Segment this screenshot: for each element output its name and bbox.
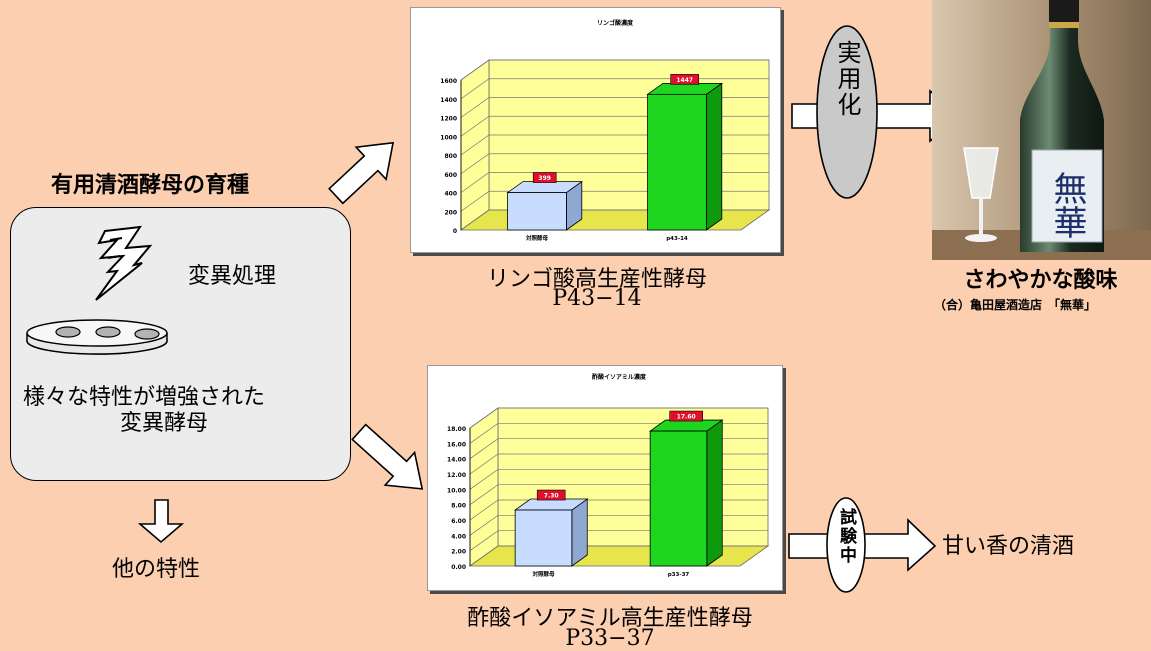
chart2-ytick-label: 14.00 <box>447 457 466 464</box>
chart2-ytick-label: 12.00 <box>447 472 466 479</box>
chart2-ytick-label: 0.00 <box>451 564 466 571</box>
chart2-category-label: p33-37 <box>668 572 690 578</box>
chart1-value-badge <box>670 74 700 85</box>
breeding-title: 有用清酒酵母の育種 <box>51 172 250 198</box>
product-caption: さわやかな酸味 <box>963 267 1118 293</box>
chart1-category-label: 対照酵母 <box>525 234 549 242</box>
mutation-label: 変異処理 <box>188 264 277 289</box>
chart1-bar <box>647 93 707 231</box>
chart2-bar-side <box>571 498 588 567</box>
chart1-value-badge <box>532 172 557 183</box>
chart1-gridline <box>460 59 769 81</box>
malic-acid-chart: 0 200 400 600 800 1000 1200 1400 1600 リンゴ酸濃度 399 対照… <box>410 7 781 253</box>
sake-bottle-photo: 無華 <box>932 0 1151 260</box>
lightning-icon <box>95 225 153 301</box>
product-credit: （合）亀田屋酒造店 「無華」 <box>934 298 1097 312</box>
chart2-gridline <box>469 407 768 429</box>
mutant-caption-line1: 様々な特性が増強された <box>23 385 266 410</box>
chart1-ytick-label: 400 <box>444 191 457 198</box>
bottle-label-text: 無華 <box>1047 171 1087 239</box>
sweet-sake-label: 甘い香の清酒 <box>942 534 1075 559</box>
chart2-ytick-label: 18.00 <box>447 426 466 433</box>
sake-bottle-image: 無華 <box>932 0 1151 260</box>
chart1-value-label: 399 <box>538 175 551 182</box>
chart1-title: リンゴ酸濃度 <box>597 19 634 27</box>
chart2-ytick-label: 4.00 <box>451 533 466 540</box>
chart1-bar <box>507 192 567 231</box>
chart2-ytick-label: 16.00 <box>447 441 466 448</box>
under-test-oval <box>826 497 866 593</box>
acetate-strain-label: P33−37 <box>565 626 655 651</box>
chart1-category-label: p43-14 <box>666 236 688 242</box>
chart1-ytick-label: 200 <box>444 209 457 216</box>
arrow-up-right-icon <box>328 141 395 205</box>
isoamyl-acetate-chart-svg: 0.00 2.00 4.00 6.00 8.00 10.00 12.00 14.00 16.00… <box>447 373 770 578</box>
chart2-ytick-label: 2.00 <box>451 549 466 556</box>
isoamyl-acetate-chart: 0.00 2.00 4.00 6.00 8.00 10.00 12.00 14.00 16.00… <box>427 365 783 591</box>
chart1-value-label: 1447 <box>676 77 693 84</box>
down-arrow-icon <box>137 499 185 544</box>
chart1-ytick-label: 1200 <box>440 116 457 123</box>
chart2-bar <box>514 509 573 567</box>
chart2-floor <box>468 545 770 567</box>
chart2-side-wall <box>469 407 499 567</box>
chart2-bar <box>649 430 708 567</box>
chart1-ytick-label: 1600 <box>440 78 457 85</box>
chart1-ytick-label: 800 <box>444 153 457 160</box>
malic-yeast-caption: リンゴ酸高生産性酵母 <box>486 267 707 292</box>
practical-use-oval <box>816 25 878 199</box>
mutant-caption-line2: 変異酵母 <box>119 411 208 436</box>
chart2-ytick-label: 10.00 <box>447 487 466 494</box>
malic-acid-chart-svg: 0 200 400 600 800 1000 1200 1400 1600 リンゴ酸濃度 399 対照… <box>440 19 771 242</box>
under-test-label: 試験中 <box>836 508 856 565</box>
chart2-title: 酢酸イソアミル濃度 <box>592 373 647 381</box>
chart2-value-label: 17.60 <box>677 414 696 421</box>
malic-strain-label: P43−14 <box>552 286 642 311</box>
petri-dish-icon <box>26 319 168 355</box>
chart2-bar-side <box>706 419 723 567</box>
chart1-bar-side <box>705 82 723 231</box>
arrow-down-right-icon <box>351 423 424 490</box>
other-traits-label: 他の特性 <box>112 557 201 582</box>
practical-use-label: 実用化 <box>833 40 861 118</box>
chart2-ytick-label: 6.00 <box>451 518 466 525</box>
chart2-value-badge <box>669 410 703 422</box>
chart2-value-label: 7.30 <box>544 493 559 500</box>
chart1-ytick-label: 1400 <box>440 97 457 104</box>
chart1-ytick-label: 600 <box>444 172 457 179</box>
chart1-ytick-label: 1000 <box>440 134 457 141</box>
acetate-yeast-caption: 酢酸イソアミル高生産性酵母 <box>467 606 753 631</box>
chart2-category-label: 対照酵母 <box>531 570 555 578</box>
chart2-ytick-label: 8.00 <box>451 503 466 510</box>
chart1-ytick-label: 0 <box>453 228 457 235</box>
chart2-value-badge <box>536 489 566 501</box>
